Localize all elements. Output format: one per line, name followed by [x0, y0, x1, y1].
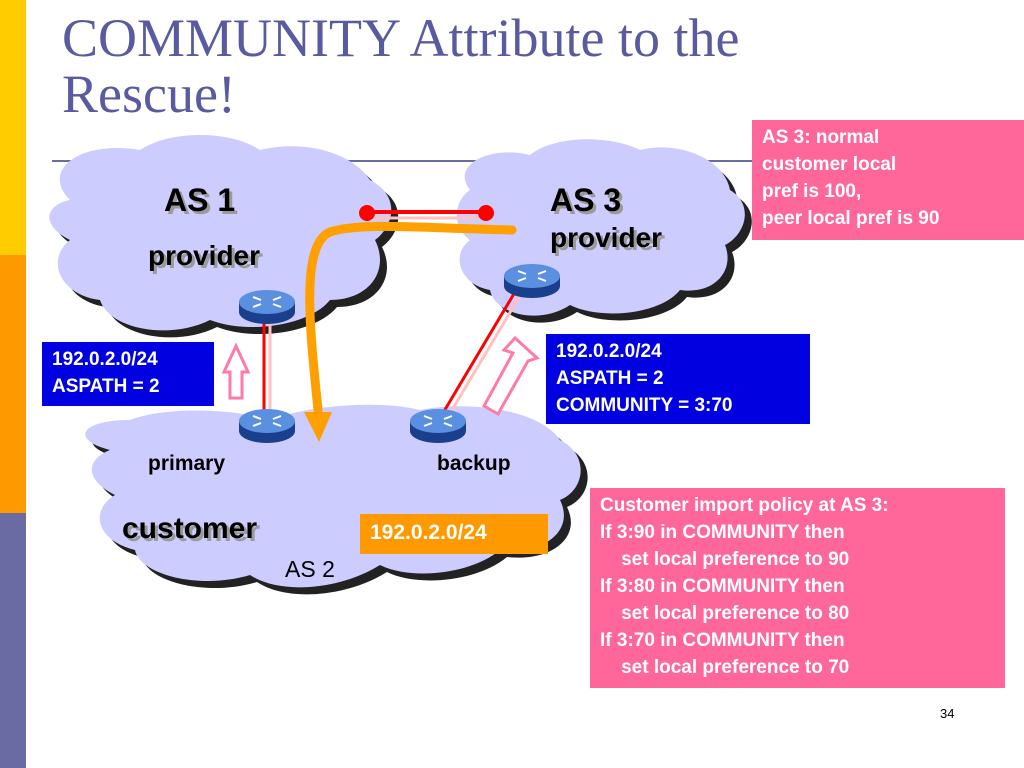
- customer-label: customer: [122, 512, 258, 545]
- as3-role: provider: [550, 222, 663, 253]
- as3-announcement-box: 192.0.2.0/24 ASPATH = 2 COMMUNITY = 3:70: [546, 334, 810, 424]
- box-line: COMMUNITY = 3:70: [556, 395, 733, 416]
- as2-label: AS 2: [285, 556, 335, 582]
- import-policy-box: Customer import policy at AS 3: If 3:90 …: [590, 488, 1005, 688]
- router-icon: [238, 289, 296, 325]
- router-icon: [503, 263, 561, 299]
- peering-link: [359, 205, 494, 221]
- box-line: 192.0.2.0/24: [370, 521, 487, 544]
- box-line: set local preference to 70: [600, 657, 850, 678]
- box-line: Customer import policy at AS 3:: [600, 495, 889, 516]
- page-number: 34: [940, 706, 955, 721]
- sidebar-decoration: [0, 0, 26, 768]
- box-line: peer local pref is 90: [762, 208, 940, 229]
- as2-cloud: [85, 404, 588, 595]
- box-line: 192.0.2.0/24: [52, 349, 158, 370]
- box-line: set local preference to 80: [600, 603, 850, 624]
- as3-note-box: AS 3: normal customer local pref is 100,…: [752, 120, 1024, 240]
- box-line: AS 3: normal: [762, 127, 880, 148]
- box-line: ASPATH = 2: [556, 368, 664, 389]
- traffic-path-arrow: [304, 221, 517, 442]
- router-icon: [409, 408, 467, 444]
- box-line: If 3:90 in COMMUNITY then: [600, 522, 845, 543]
- customer-prefix-box: 192.0.2.0/24: [360, 514, 548, 554]
- box-line: pref is 100,: [762, 181, 862, 202]
- as1-name: AS 1: [164, 182, 236, 218]
- as1-announcement-box: 192.0.2.0/24 ASPATH = 2: [42, 342, 214, 406]
- as1-cloud: [49, 135, 399, 338]
- title-line-1: COMMUNITY Attribute to the: [62, 8, 740, 68]
- as3-name: AS 3: [550, 182, 622, 218]
- box-line: If 3:70 in COMMUNITY then: [600, 630, 845, 651]
- router-icon: [238, 408, 296, 444]
- slide-title: COMMUNITY Attribute to the Rescue!: [62, 10, 962, 122]
- as1-role: provider: [148, 240, 261, 271]
- box-line: set local preference to 90: [600, 549, 850, 570]
- primary-label: primary: [148, 452, 226, 475]
- box-line: customer local: [762, 154, 897, 175]
- title-line-2: Rescue!: [62, 64, 236, 124]
- box-line: ASPATH = 2: [52, 376, 160, 397]
- backup-label: backup: [437, 452, 511, 475]
- up-arrow-icon: [481, 335, 540, 417]
- box-line: If 3:80 in COMMUNITY then: [600, 576, 845, 597]
- backup-link: [438, 291, 523, 421]
- box-line: 192.0.2.0/24: [556, 341, 662, 362]
- up-arrow-icon: [221, 342, 251, 400]
- primary-link: [262, 318, 272, 418]
- title-divider: [52, 160, 752, 162]
